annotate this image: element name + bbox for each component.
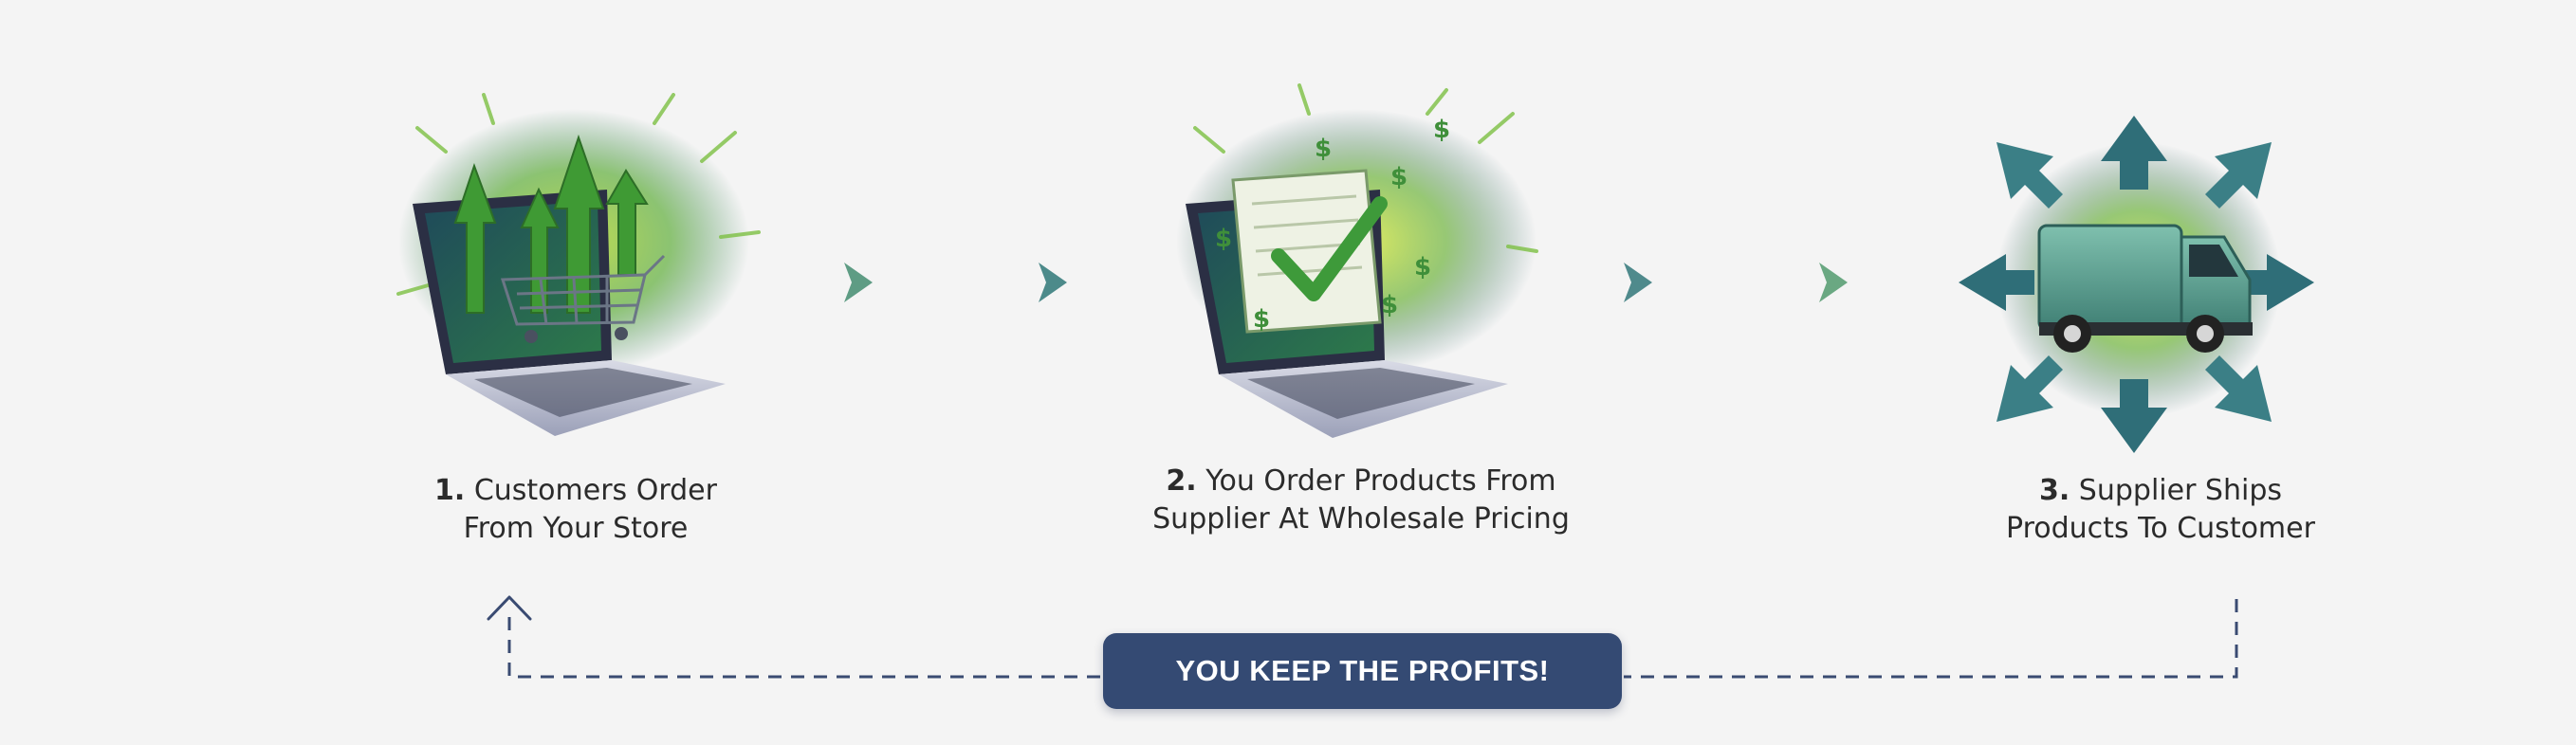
connector-step2-step3	[1465, 263, 1963, 302]
step-2-label: 2. You Order Products From Supplier At W…	[1100, 463, 1622, 538]
step-number: 2.	[1166, 464, 1197, 498]
flow-arrowhead-icon	[1624, 263, 1652, 302]
step-number: 3.	[2038, 474, 2070, 507]
step-text-line: Customers Order	[473, 474, 717, 507]
svg-text:$: $	[1315, 135, 1332, 163]
flow-arrowhead-icon	[1039, 263, 1067, 302]
flow-arrowhead-icon	[844, 263, 873, 302]
chevron-up-icon	[487, 595, 532, 621]
laptop-shopping-cart-growth-icon	[396, 93, 761, 436]
profit-banner: YOU KEEP THE PROFITS!	[1103, 633, 1622, 709]
step-text-line: Products To Customer	[2006, 512, 2315, 545]
delivery-van-arrows-icon	[1959, 116, 2314, 453]
loop-dashed-line	[1624, 599, 2238, 679]
profit-return-loop	[487, 595, 2238, 679]
svg-text:$: $	[1390, 163, 1408, 191]
flow-arrowhead-icon	[1819, 263, 1848, 302]
step-text-line: You Order Products From	[1205, 464, 1556, 498]
profit-banner-label: YOU KEEP THE PROFITS!	[1175, 654, 1550, 687]
step-3-label: 3. Supplier Ships Products To Customer	[1971, 472, 2350, 548]
svg-text:$: $	[1215, 225, 1232, 253]
svg-text:$: $	[1381, 291, 1398, 319]
step-text-line: From Your Store	[463, 512, 689, 545]
svg-text:$: $	[1414, 253, 1431, 282]
step-text-line: Supplier At Wholesale Pricing	[1152, 502, 1570, 536]
step-number: 1.	[434, 474, 466, 507]
loop-dashed-line	[507, 614, 1100, 679]
svg-text:$: $	[1433, 116, 1450, 144]
step-1-label: 1. Customers Order From Your Store	[386, 472, 765, 548]
svg-text:$: $	[1253, 305, 1270, 334]
connector-step1-step2	[721, 263, 1190, 302]
step-text-line: Supplier Ships	[2078, 474, 2283, 507]
laptop-checkmark-dollar-icon: $ $ $ $ $ $ $	[1176, 83, 1538, 438]
